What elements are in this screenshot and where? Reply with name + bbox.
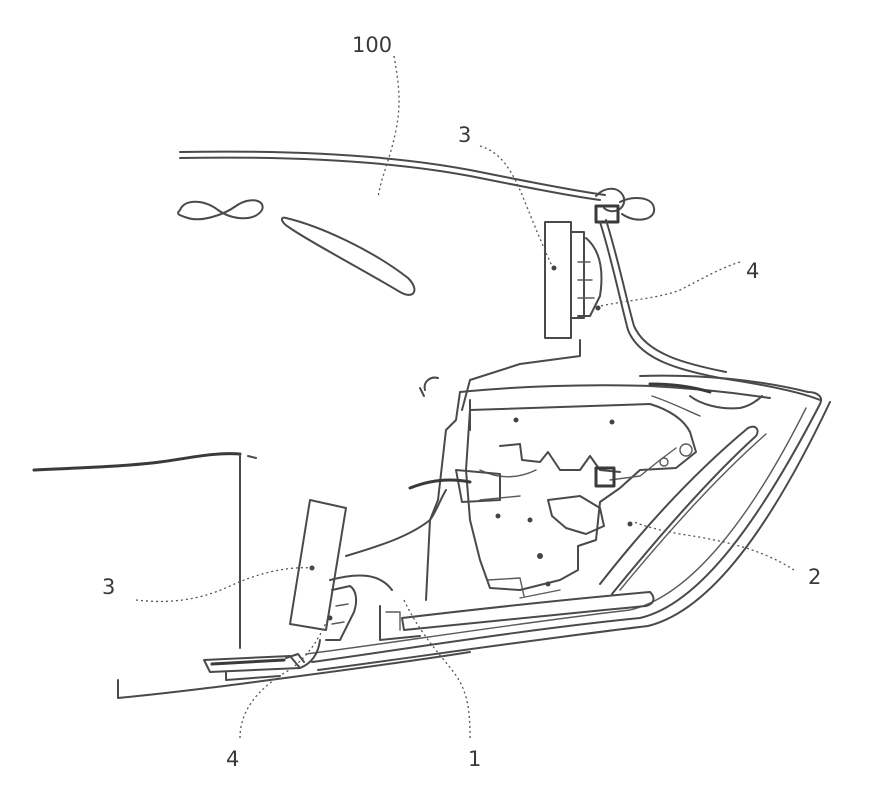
label-3-left: 3 xyxy=(102,575,115,599)
label-100: 100 xyxy=(352,33,392,57)
label-4-bottom: 4 xyxy=(226,747,239,771)
vehicle-body-outline xyxy=(178,152,654,396)
label-2: 2 xyxy=(808,565,821,589)
lamp-board xyxy=(410,404,696,598)
label-1: 1 xyxy=(468,747,481,771)
label-3-top: 3 xyxy=(458,123,471,147)
lamp-housing xyxy=(306,376,830,670)
upper-bracket xyxy=(462,220,820,410)
label-4-top: 4 xyxy=(746,259,759,283)
